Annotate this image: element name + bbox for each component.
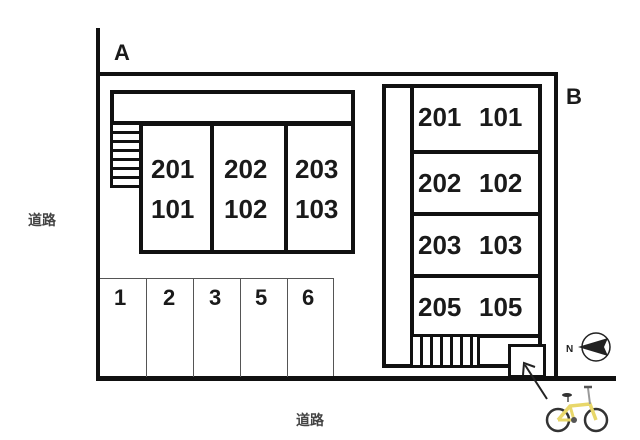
unit-number-upper: 201 [151,154,195,184]
unit-number-lower: 101 [151,194,195,224]
building-a-label: A [114,40,130,65]
stair-step [112,158,142,161]
parking-space-2[interactable]: 2 [147,279,194,377]
building-b-unit-4[interactable] [410,274,542,338]
parking-space-1[interactable]: 1 [100,279,147,377]
stair-step [430,336,433,366]
parking-number: 6 [302,285,315,310]
unit-number-upper: 203 [418,230,462,260]
boundary-right-wall [554,72,558,380]
road-bottom-label: 道路 [296,413,324,429]
boundary-left-wall [96,28,100,380]
road-left-label: 道路 [28,213,56,229]
pointer-arrow-icon [522,361,548,400]
stair-step [112,131,142,134]
parking-space-3[interactable]: 3 [194,279,241,377]
unit-number-lower: 103 [479,230,523,260]
parking-number: 3 [209,285,222,310]
stair-step [112,140,142,143]
unit-number-upper: 202 [224,154,268,184]
stair-step [450,336,453,366]
building-a-corridor [110,90,355,125]
stair-step [440,336,443,366]
compass-north-icon: N [566,332,611,362]
unit-number-lower: 102 [479,168,523,198]
building-b-unit-1[interactable] [410,84,542,154]
building-a-unit-3[interactable] [284,122,355,254]
bicycle-parking-area[interactable] [508,344,546,378]
stair-step [112,149,142,152]
boundary-bottom-wall [96,376,616,381]
building-a-unit-1[interactable] [139,122,214,254]
unit-number-upper: 202 [418,168,462,198]
stair-step [420,336,423,366]
unit-number-lower: 101 [479,102,523,132]
unit-number-lower: 103 [295,194,339,224]
building-b-label: B [566,84,582,109]
building-b-corridor [382,84,414,368]
stair-step [112,167,142,170]
unit-number-lower: 105 [479,292,523,322]
unit-number-upper: 205 [418,292,462,322]
stair-step [112,176,142,179]
parking-number: 1 [114,285,127,310]
stair-step [460,336,463,366]
parking-space-6[interactable]: 6 [288,279,334,377]
unit-number-upper: 201 [418,102,462,132]
building-a-unit-2[interactable] [210,122,288,254]
stair-step [470,336,473,366]
parking-space-5[interactable]: 5 [241,279,288,377]
svg-text:N: N [566,344,573,355]
unit-number-lower: 102 [224,194,268,224]
boundary-top-wall [96,72,558,76]
parking-number: 2 [163,285,176,310]
unit-number-upper: 203 [295,154,339,184]
parking-lot: 1 2 3 5 6 [100,278,334,377]
parking-number: 5 [255,285,268,310]
bicycle-icon [545,385,609,433]
